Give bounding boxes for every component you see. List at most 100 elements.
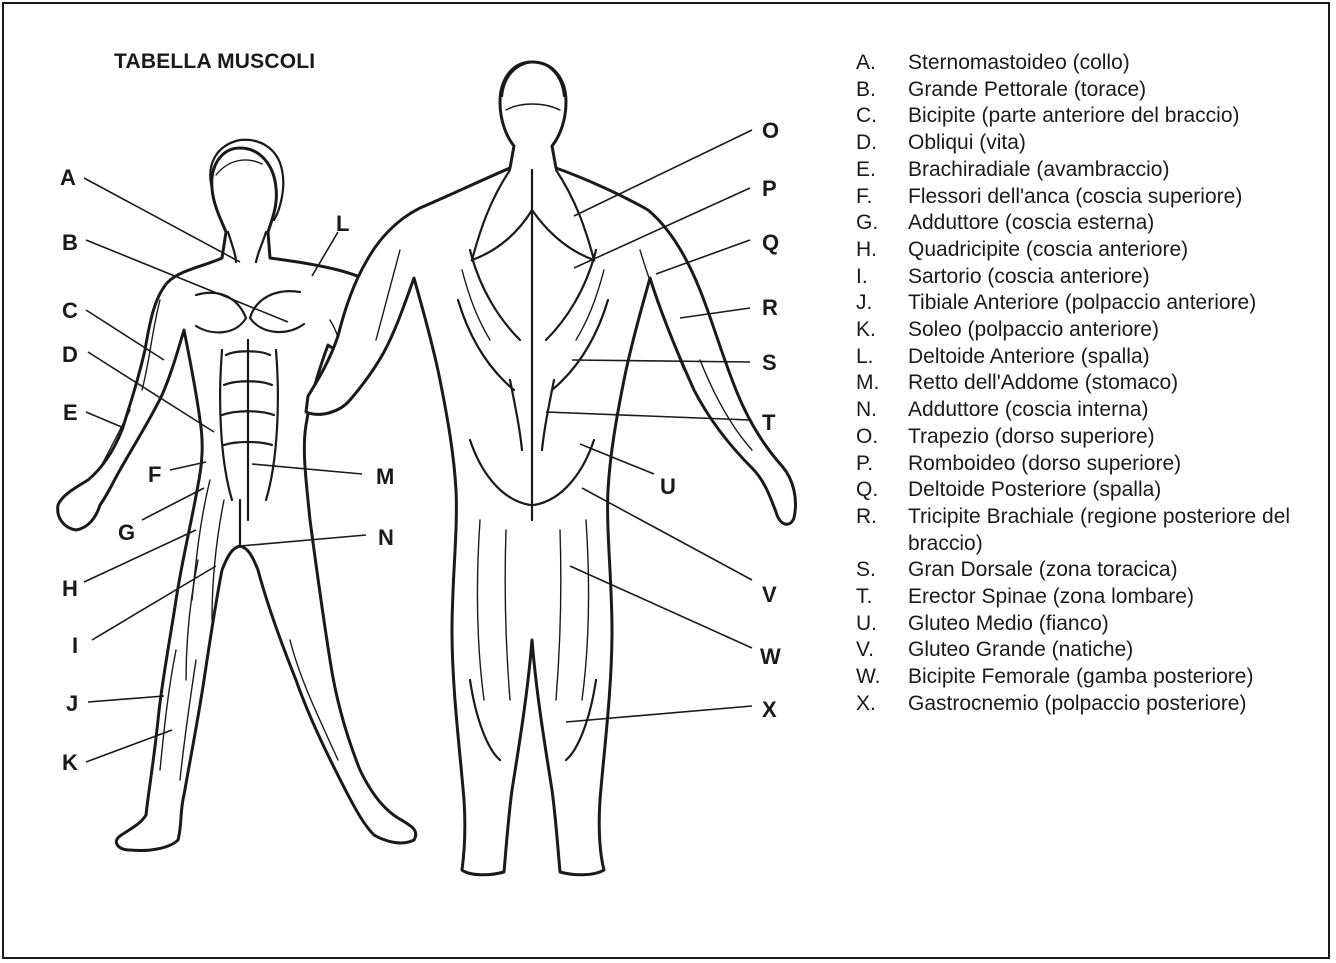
callout-L: L [336, 211, 349, 236]
legend-letter: A. [826, 50, 908, 77]
legend-text: Gastrocnemio (polpaccio posteriore) [908, 691, 1326, 718]
legend-letter: T. [826, 584, 908, 611]
legend-text: Gran Dorsale (zona toracica) [908, 557, 1326, 584]
legend-item: J.Tibiale Anteriore (polpaccio anteriore… [826, 290, 1326, 317]
callout-P: P [762, 176, 777, 201]
legend-letter: O. [826, 424, 908, 451]
legend-text: Retto dell'Addome (stomaco) [908, 370, 1326, 397]
callout-C: C [62, 298, 78, 323]
callout-A: A [60, 165, 76, 190]
legend-item: H.Quadricipite (coscia anteriore) [826, 237, 1326, 264]
legend-letter: D. [826, 130, 908, 157]
legend-letter: W. [826, 664, 908, 691]
legend-item: M.Retto dell'Addome (stomaco) [826, 370, 1326, 397]
callout-K: K [62, 750, 78, 775]
legend-letter: M. [826, 370, 908, 397]
callout-U: U [660, 474, 676, 499]
callout-B: B [62, 230, 78, 255]
legend-letter: R. [826, 504, 908, 557]
legend-item: I.Sartorio (coscia anteriore) [826, 264, 1326, 291]
legend-text: Sartorio (coscia anteriore) [908, 264, 1326, 291]
legend-item: D.Obliqui (vita) [826, 130, 1326, 157]
callout-M: M [376, 464, 394, 489]
legend-letter: U. [826, 611, 908, 638]
legend-item: N.Adduttore (coscia interna) [826, 397, 1326, 424]
legend-text: Sternomastoideo (collo) [908, 50, 1326, 77]
muscle-figure: A B C D E F G H I J K L M N O P Q R S T … [0, 0, 820, 963]
legend-text: Gluteo Grande (natiche) [908, 637, 1326, 664]
legend-text: Bicipite Femorale (gamba posteriore) [908, 664, 1326, 691]
legend-letter: X. [826, 691, 908, 718]
legend-text: Grande Pettorale (torace) [908, 77, 1326, 104]
legend-item: O.Trapezio (dorso superiore) [826, 424, 1326, 451]
legend-letter: H. [826, 237, 908, 264]
legend-letter: G. [826, 210, 908, 237]
legend-text: Adduttore (coscia interna) [908, 397, 1326, 424]
legend-text: Erector Spinae (zona lombare) [908, 584, 1326, 611]
legend-letter: E. [826, 157, 908, 184]
legend-letter: N. [826, 397, 908, 424]
legend-item: R.Tricipite Brachiale (regione posterior… [826, 504, 1326, 557]
legend-text: Tibiale Anteriore (polpaccio anteriore) [908, 290, 1326, 317]
legend-letter: K. [826, 317, 908, 344]
legend-item: U.Gluteo Medio (fianco) [826, 611, 1326, 638]
legend-text: Deltoide Anteriore (spalla) [908, 344, 1326, 371]
callout-J: J [66, 691, 78, 716]
legend-letter: P. [826, 451, 908, 478]
legend-item: K.Soleo (polpaccio anteriore) [826, 317, 1326, 344]
legend-text: Adduttore (coscia esterna) [908, 210, 1326, 237]
legend-text: Flessori dell'anca (coscia superiore) [908, 184, 1326, 211]
callout-E: E [63, 400, 78, 425]
callout-G: G [118, 520, 135, 545]
legend-text: Quadricipite (coscia anteriore) [908, 237, 1326, 264]
leader-E [86, 412, 124, 428]
callout-V: V [762, 582, 777, 607]
legend-text: Trapezio (dorso superiore) [908, 424, 1326, 451]
callout-H: H [62, 576, 78, 601]
callout-W: W [760, 644, 781, 669]
callout-X: X [762, 697, 777, 722]
legend-letter: I. [826, 264, 908, 291]
legend-letter: S. [826, 557, 908, 584]
legend-text: Obliqui (vita) [908, 130, 1326, 157]
legend-item: V.Gluteo Grande (natiche) [826, 637, 1326, 664]
callout-S: S [762, 350, 777, 375]
callout-I: I [72, 633, 78, 658]
muscle-legend: A.Sternomastoideo (collo) B.Grande Petto… [826, 50, 1326, 718]
legend-item: C.Bicipite (parte anteriore del braccio) [826, 103, 1326, 130]
callout-R: R [762, 295, 778, 320]
legend-letter: J. [826, 290, 908, 317]
legend-text: Bicipite (parte anteriore del braccio) [908, 103, 1326, 130]
legend-letter: L. [826, 344, 908, 371]
legend-item: S.Gran Dorsale (zona toracica) [826, 557, 1326, 584]
legend-item: B.Grande Pettorale (torace) [826, 77, 1326, 104]
legend-item: A.Sternomastoideo (collo) [826, 50, 1326, 77]
callout-N: N [378, 525, 394, 550]
legend-item: X.Gastrocnemio (polpaccio posteriore) [826, 691, 1326, 718]
legend-item: L.Deltoide Anteriore (spalla) [826, 344, 1326, 371]
legend-text: Romboideo (dorso superiore) [908, 451, 1326, 478]
legend-letter: F. [826, 184, 908, 211]
legend-text: Deltoide Posteriore (spalla) [908, 477, 1326, 504]
legend-letter: Q. [826, 477, 908, 504]
leader-J [88, 696, 164, 702]
callout-O: O [762, 118, 779, 143]
callout-D: D [62, 342, 78, 367]
front-body-figure [58, 140, 416, 851]
legend-text: Soleo (polpaccio anteriore) [908, 317, 1326, 344]
legend-text: Gluteo Medio (fianco) [908, 611, 1326, 638]
legend-letter: V. [826, 637, 908, 664]
legend-text: Brachiradiale (avambraccio) [908, 157, 1326, 184]
callout-F: F [148, 462, 161, 487]
leader-O [574, 130, 752, 216]
callout-T: T [762, 410, 776, 435]
legend-item: P.Romboideo (dorso superiore) [826, 451, 1326, 478]
legend-letter: C. [826, 103, 908, 130]
legend-item: E.Brachiradiale (avambraccio) [826, 157, 1326, 184]
legend-item: F.Flessori dell'anca (coscia superiore) [826, 184, 1326, 211]
legend-item: G.Adduttore (coscia esterna) [826, 210, 1326, 237]
legend-letter: B. [826, 77, 908, 104]
legend-text: Tricipite Brachiale (regione posteriore … [908, 504, 1326, 557]
legend-item: W.Bicipite Femorale (gamba posteriore) [826, 664, 1326, 691]
legend-item: Q.Deltoide Posteriore (spalla) [826, 477, 1326, 504]
